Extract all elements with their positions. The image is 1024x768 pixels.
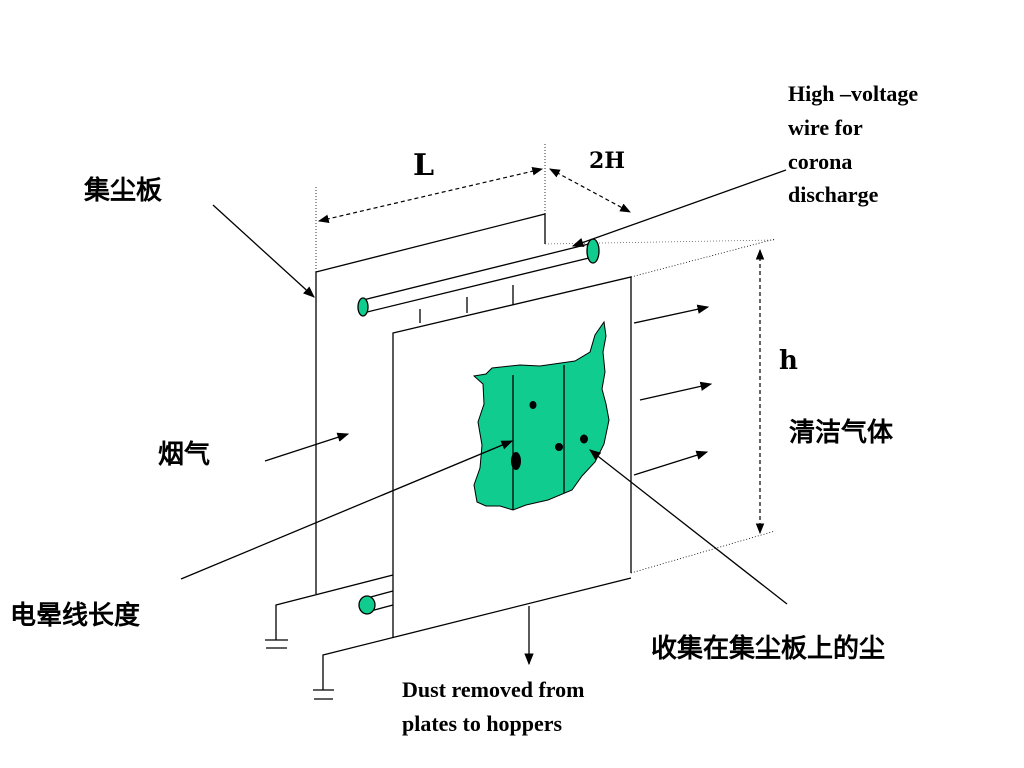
dimension-L-arrow — [317, 167, 544, 223]
flue-gas-label: 烟气 — [158, 439, 210, 470]
clean-gas-label: 清洁气体 — [789, 417, 894, 448]
dimension-L-label: L — [413, 148, 434, 183]
dimension-h-label: h — [779, 346, 798, 376]
hv-wire-label: High –voltage wire for corona discharge — [788, 81, 924, 207]
dust-removed-label: Dust removed from plates to hoppers — [402, 677, 590, 736]
hv-wire-leader — [571, 169, 787, 247]
clean-gas-arrow-2 — [639, 381, 713, 401]
ground-wire-front — [322, 577, 632, 690]
dust-particle-1 — [529, 401, 537, 409]
dimension-2H-arrow — [549, 168, 631, 213]
bottom-rod-end — [358, 595, 376, 615]
dust-particle-2 — [511, 452, 521, 470]
front-plate — [392, 276, 632, 638]
dust-particle-3 — [555, 443, 563, 451]
clean-gas-arrow-1 — [633, 304, 710, 324]
flue-gas-arrow — [264, 432, 350, 462]
hv-rod-top-edge — [362, 242, 594, 301]
front-plate-bottom-dotted — [630, 530, 776, 574]
dust-particle-4 — [580, 434, 588, 444]
hv-rod-left-end — [357, 297, 369, 317]
clean-gas-arrow-3 — [633, 450, 709, 476]
back-plate — [315, 213, 546, 594]
front-plate-top-dotted — [630, 238, 776, 278]
collector-plate-leader — [212, 204, 315, 298]
hv-rod-bottom-edge — [362, 256, 594, 314]
dust-patch — [472, 320, 610, 511]
corona-wire-length-label: 电晕线长度 — [10, 600, 140, 631]
hv-rod-right-end — [586, 238, 600, 264]
dust-on-plate-label: 收集在集尘板上的尘 — [651, 633, 885, 664]
ground-wire-back — [275, 574, 394, 640]
dust-on-plate-leader — [589, 449, 788, 605]
corona-wire-length-leader — [180, 440, 514, 580]
dimension-2H-label: 2H — [589, 148, 625, 174]
collector-plate-label: 集尘板 — [83, 175, 162, 206]
